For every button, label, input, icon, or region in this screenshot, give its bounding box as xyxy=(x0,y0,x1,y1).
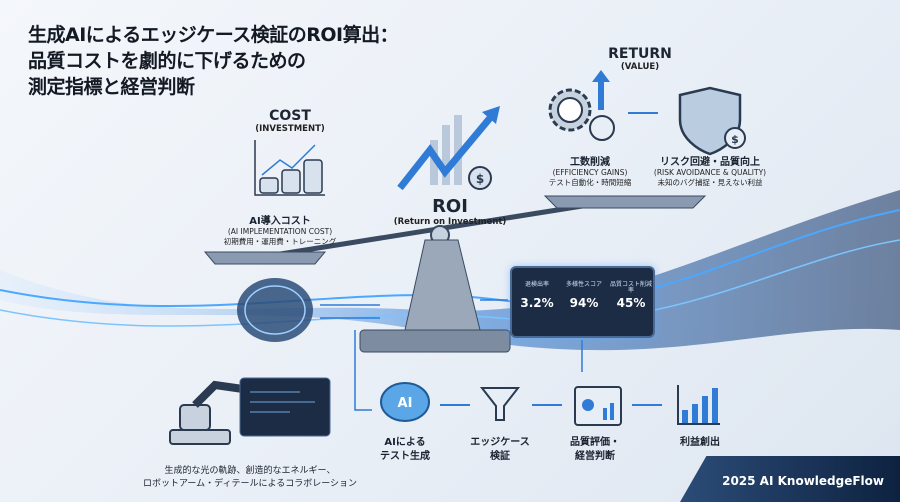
return-heading: RETURN xyxy=(608,46,672,62)
caption-line: 生成的な光の軌跡、創造的なエネルギー、 xyxy=(164,466,336,476)
return-item-detail: 未知のバグ捕捉・見えない利益 xyxy=(657,178,763,187)
cost-label: AI導入コスト xyxy=(249,216,311,227)
cost-label-en: (AI IMPLEMENTATION COST) xyxy=(227,227,333,236)
metric-label: 品質コスト削減率 xyxy=(609,281,652,294)
page-title: 生成AIによるエッジケース検証のROI算出： 品質コストを劇的に下げるための 測… xyxy=(28,22,399,100)
metric-value: 94% xyxy=(569,296,599,310)
flow-step-label: 利益創出 xyxy=(680,437,720,448)
title-line: 測定指標と経営判断 xyxy=(28,76,195,98)
report-icon xyxy=(574,386,622,426)
footer-banner: 2025 AI KnowledgeFlow xyxy=(680,456,900,502)
svg-text:AI: AI xyxy=(398,396,413,411)
bar-chart-growth-icon xyxy=(677,385,720,425)
funnel-icon xyxy=(479,387,521,421)
metric-value: 45% xyxy=(616,296,646,310)
return-item-label-en: (EFFICIENCY GAINS) xyxy=(552,168,628,177)
cost-heading: COST xyxy=(269,108,311,124)
return-item-label-en: (RISK AVOIDANCE & QUALITY) xyxy=(653,168,767,177)
cost-detail: 初期費用・運用費・トレーニング xyxy=(223,237,337,246)
code-screen-illustration xyxy=(239,377,331,437)
metric-value: 3.2% xyxy=(520,296,554,310)
return-item-label: 工数削減 xyxy=(570,157,610,168)
metric-card: 退検出率 3.2% xyxy=(514,281,560,311)
shield-dollar-icon: $ xyxy=(678,86,746,156)
cost-section: COST (INVESTMENT) xyxy=(230,108,350,134)
cost-coins-chart-icon xyxy=(254,140,325,196)
metric-card: 多様性スコア 94% xyxy=(561,281,607,311)
flow-step-label: AIによる テスト生成 xyxy=(380,437,430,462)
flow-step-label: エッジケース 検証 xyxy=(470,437,530,462)
roi-growth-arrow-icon: $ xyxy=(397,106,500,191)
connector-lines xyxy=(320,299,583,411)
metric-label: 多様性スコア xyxy=(565,281,602,288)
roi-section: ROI (Return on Investment) xyxy=(380,196,520,227)
flow-step-label: 品質評価・ 経営判断 xyxy=(570,437,620,462)
roi-subheading: (Return on Investment) xyxy=(393,217,507,227)
cost-labels: AI導入コスト (AI IMPLEMENTATION COST) 初期費用・運用… xyxy=(205,212,355,247)
metric-label: 退検出率 xyxy=(524,281,549,288)
svg-text:$: $ xyxy=(476,172,484,186)
balance-scale xyxy=(203,195,707,353)
gear-clock-icon xyxy=(548,70,615,141)
return-subheading: (VALUE) xyxy=(620,62,660,72)
risk-avoidance: リスク回避・品質向上 (RISK AVOIDANCE & QUALITY) 未知… xyxy=(640,153,780,188)
light-wave xyxy=(0,190,900,351)
title-line: 生成AIによるエッジケース検証のROI算出： xyxy=(28,24,399,46)
robot-arm-illustration xyxy=(169,380,251,445)
ai-brain-icon: AI xyxy=(380,382,430,422)
return-section: RETURN (VALUE) xyxy=(580,46,700,72)
glowing-brain-icon xyxy=(237,278,313,342)
efficiency-gains: 工数削減 (EFFICIENCY GAINS) テスト自動化・時間短縮 xyxy=(535,153,645,188)
metric-card: 品質コスト削減率 45% xyxy=(608,281,654,311)
metrics-dashboard: 退検出率 3.2% 多様性スコア 94% 品質コスト削減率 45% xyxy=(510,266,655,338)
caption-line: ロボットアーム・ディテールによるコラボレーション xyxy=(142,479,358,489)
return-item-label: リスク回避・品質向上 xyxy=(660,157,760,168)
roi-heading: ROI xyxy=(432,196,468,217)
return-item-detail: テスト自動化・時間短縮 xyxy=(548,178,632,187)
light-wave-line xyxy=(0,239,900,327)
illustration-caption: 生成的な光の軌跡、創造的なエネルギー、 ロボットアーム・ディテールによるコラボレ… xyxy=(120,465,380,491)
cost-subheading: (INVESTMENT) xyxy=(255,124,325,134)
title-line: 品質コストを劇的に下げるための xyxy=(28,50,306,72)
footer-brand: 2025 AI KnowledgeFlow xyxy=(722,474,884,488)
svg-text:$: $ xyxy=(731,133,739,146)
